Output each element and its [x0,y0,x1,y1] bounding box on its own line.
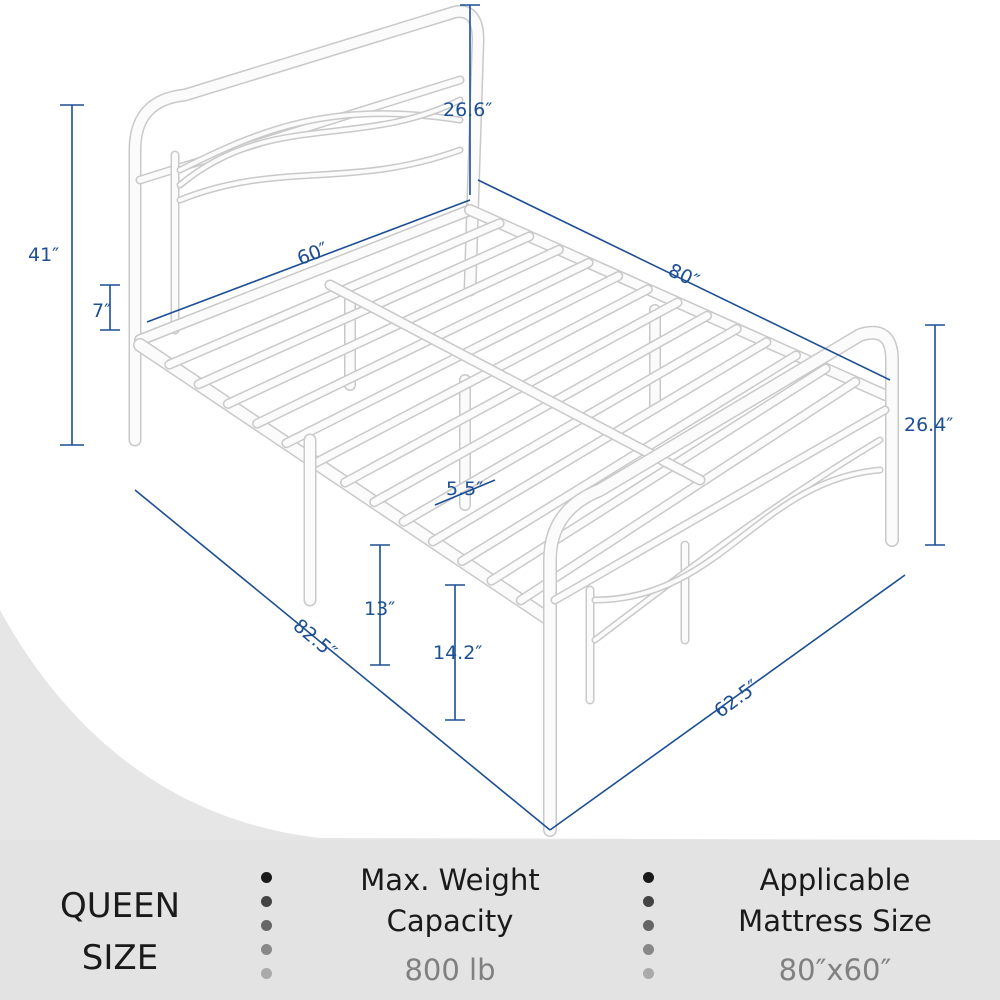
headboard-wave [178,98,462,187]
dim-headboard-height: 26.6″ [443,99,493,121]
slat [312,285,652,467]
dimension-line [477,179,891,381]
dimension-line [134,489,551,831]
slat [253,259,593,428]
mattress-title-1: Applicable [759,863,911,897]
mattress-title-2: Mattress Size [738,904,932,938]
dimension-line [434,479,496,506]
slat [224,246,563,408]
spec-panel [0,840,1000,1000]
dim-rail-height: 7″ [92,300,112,322]
slat [458,351,800,565]
headboard-frame [130,6,483,445]
footboard-rail [552,407,888,603]
dim-slat-gap: 5.5″ [446,478,484,500]
divider-dots-1 [261,872,273,992]
footboard-frame [544,327,898,836]
slat [517,378,859,604]
size-label: QUEEN SIZE [59,886,181,978]
weight-title-2: Capacity [386,904,514,938]
mattress-size: Applicable Mattress Size 80″x60″ [720,860,950,991]
slat [195,232,533,388]
dim-frame-height: 14.2″ [433,642,483,664]
head-rail [135,205,475,345]
weight-capacity: Max. Weight Capacity 800 lb [330,860,570,991]
divider-dots-2 [643,872,655,992]
dimension-line [146,199,471,323]
slat [165,219,504,369]
dim-total-height: 41″ [28,244,60,266]
weight-title-1: Max. Weight [360,863,540,897]
slat [400,325,741,526]
mattress-value: 80″x60″ [778,953,892,987]
slat [341,299,681,486]
bed-frame [128,5,899,837]
headboard-wave [178,148,462,202]
weight-value: 800 lb [404,953,496,987]
footboard-wave [593,438,882,642]
dim-clearance: 13″ [364,598,396,620]
dimension-lines [60,4,945,831]
slat [282,272,622,447]
footboard-wave [593,468,882,602]
dim-footboard-height: 26.4″ [904,414,954,436]
slat [429,338,770,545]
slat [370,312,711,506]
center-beam [326,281,704,484]
dimension-line [549,574,906,831]
